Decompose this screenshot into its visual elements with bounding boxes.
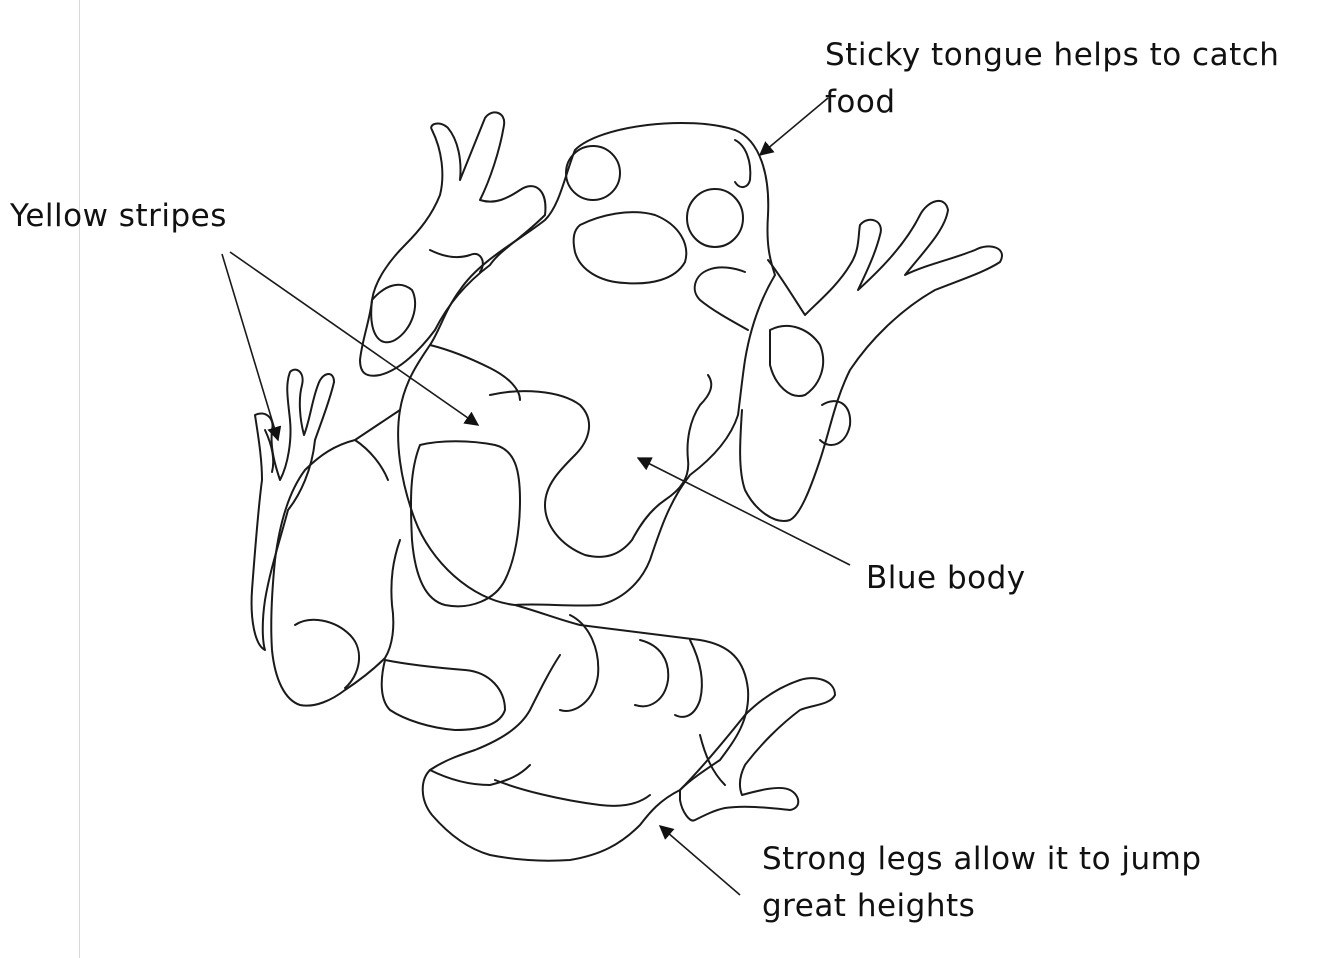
- arrow-legs: [660, 826, 740, 895]
- front-left-leg-stripe: [371, 285, 415, 342]
- right-hind-toe-stripe: [700, 735, 725, 785]
- callout-arrows: [222, 98, 850, 895]
- torso-patch-center: [490, 375, 711, 557]
- torso-patch-hip: [560, 615, 598, 711]
- label-sticky-tongue: Sticky tongue helps to catch food: [825, 32, 1279, 126]
- label-sticky-tongue-line2: food: [825, 79, 1279, 126]
- torso-patch-right: [695, 267, 748, 330]
- head-patch: [735, 140, 750, 187]
- torso-patch-knee: [635, 640, 668, 706]
- hind-right-thigh-stripe: [430, 765, 530, 785]
- front-right-leg: [740, 201, 1002, 521]
- hind-right-foot-stripe: [495, 780, 650, 806]
- frog-outline: [252, 112, 1002, 860]
- label-strong-legs-line1: Strong legs allow it to jump: [762, 836, 1202, 883]
- front-left-toe-stripe: [430, 250, 483, 272]
- label-yellow-stripes: Yellow stripes: [10, 193, 227, 240]
- right-eye: [687, 189, 743, 247]
- hind-left-leg: [271, 410, 400, 706]
- left-eye: [566, 146, 620, 200]
- arrow-stripes-a: [222, 254, 278, 440]
- frog-body-outline: [398, 123, 775, 606]
- arrow-tongue: [760, 98, 828, 155]
- hind-right-calf-stripe: [675, 640, 702, 717]
- hind-left-thigh-stripe: [295, 620, 359, 688]
- label-strong-legs: Strong legs allow it to jump great heigh…: [762, 836, 1202, 930]
- front-left-leg: [360, 112, 545, 375]
- label-strong-legs-line2: great heights: [762, 883, 1202, 930]
- hind-right-leg: [423, 605, 748, 861]
- torso-patch-left: [411, 441, 520, 606]
- torso-patch-lower: [382, 660, 505, 730]
- left-foot: [252, 370, 334, 650]
- label-sticky-tongue-line1: Sticky tongue helps to catch: [825, 32, 1279, 79]
- hind-left-knee-stripe: [355, 440, 388, 480]
- arrow-stripes-b: [230, 252, 478, 425]
- label-yellow-stripes-line1: Yellow stripes: [10, 193, 227, 240]
- front-right-leg-stripe: [770, 326, 823, 396]
- arrow-body: [638, 458, 850, 565]
- label-blue-body: Blue body: [866, 555, 1026, 602]
- label-blue-body-line1: Blue body: [866, 555, 1026, 602]
- torso-patch-upper: [574, 212, 687, 283]
